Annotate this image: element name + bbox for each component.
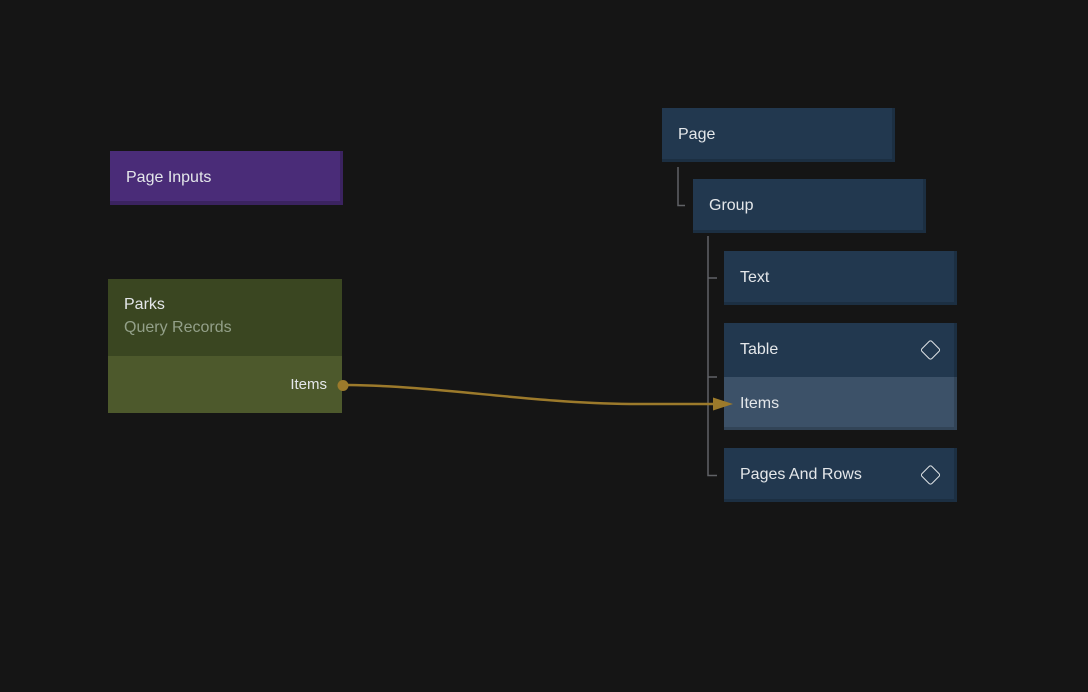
tree-item-label: Table (740, 341, 779, 358)
parks-query-node[interactable]: Parks Query Records Items (108, 279, 342, 413)
tree-connector-page-group (677, 167, 685, 207)
parks-node-output-row: Items (108, 356, 342, 413)
diamond-icon (919, 464, 942, 486)
items-output-port-label: Items (290, 376, 327, 393)
page-inputs-label: Page Inputs (126, 169, 212, 186)
tree-item-table[interactable]: Table (724, 323, 957, 377)
parks-node-header: Parks Query Records (108, 279, 342, 356)
tree-item-group[interactable]: Group (693, 179, 926, 233)
page-inputs-node[interactable]: Page Inputs (110, 151, 343, 205)
tree-item-label: Group (709, 197, 754, 214)
tree-item-label: Text (740, 269, 770, 286)
tree-item-items-highlighted[interactable]: Items (724, 377, 957, 430)
tree-item-label: Pages And Rows (740, 466, 862, 483)
parks-node-title: Parks (124, 296, 165, 313)
parks-node-subtitle: Query Records (124, 319, 232, 336)
tree-item-pages-and-rows[interactable]: Pages And Rows (724, 448, 957, 502)
tree-connector-group-children (707, 236, 717, 477)
tree-item-text[interactable]: Text (724, 251, 957, 305)
connection-wire[interactable] (347, 383, 714, 406)
diamond-icon (919, 339, 942, 361)
tree-item-label: Page (678, 126, 716, 143)
tree-item-page[interactable]: Page (662, 108, 895, 162)
tree-item-label: Items (740, 394, 780, 412)
